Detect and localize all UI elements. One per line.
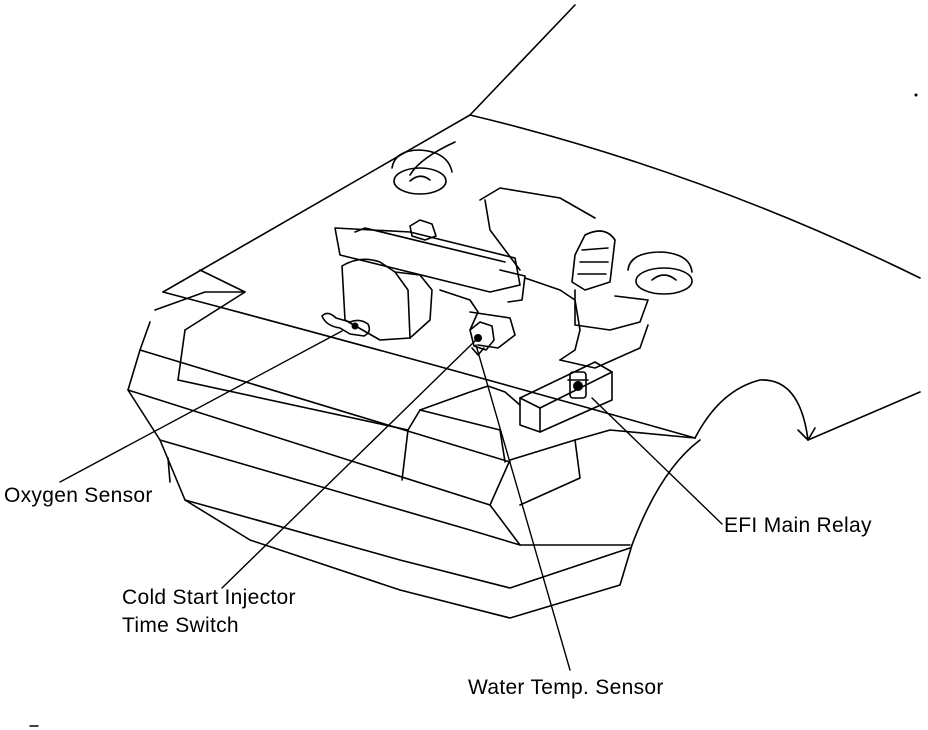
water-temp-sensor-marker [471, 347, 485, 356]
efi-relay-marker [573, 381, 583, 391]
label-water-temp-sensor: Water Temp. Sensor [468, 676, 664, 699]
leader-cold-start-injector [221, 339, 477, 589]
label-oxygen-sensor: Oxygen Sensor [4, 484, 153, 507]
left-strut-tower [391, 149, 453, 195]
leader-water-temp-sensor [475, 344, 571, 671]
leader-efi-main-relay [591, 397, 723, 525]
label-efi-main-relay: EFI Main Relay [724, 514, 872, 537]
engine-block [334, 187, 649, 369]
leader-oxygen-sensor [59, 330, 343, 483]
leader-lines [59, 330, 723, 671]
windshield-outline [469, 4, 921, 279]
hood-outline [162, 114, 696, 439]
oxygen-sensor-marker [321, 312, 371, 337]
front-fender [574, 379, 921, 546]
right-strut-tower [627, 251, 693, 295]
stray-dot [914, 93, 918, 97]
label-cold-start-injector: Cold Start Injector [122, 586, 296, 609]
front-bumper [127, 349, 633, 619]
front-panels [139, 291, 521, 481]
relay-box [519, 361, 613, 433]
label-time-switch: Time Switch [122, 614, 239, 637]
